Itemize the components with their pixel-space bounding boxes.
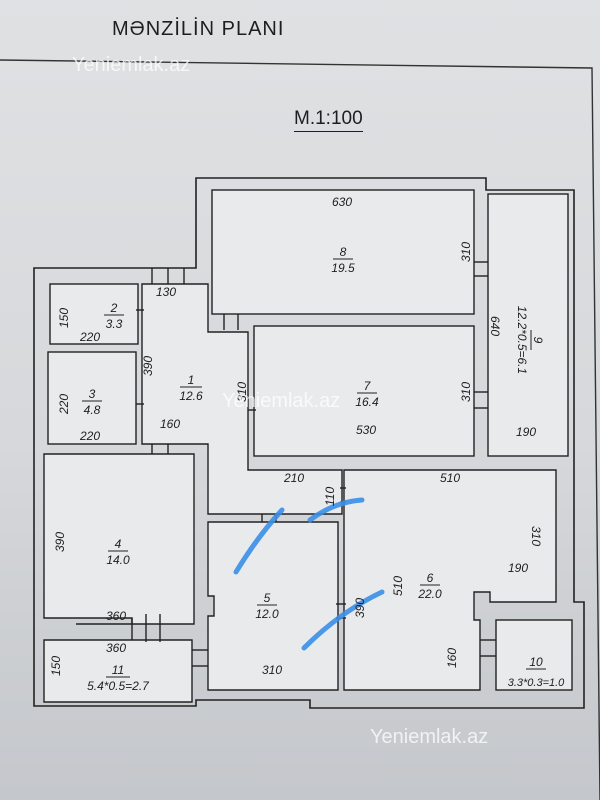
room-3-area: 4.8	[84, 403, 101, 417]
watermark-top: Yeniemlak.az	[72, 54, 191, 76]
outer-wall	[33, 177, 585, 709]
room-4-area: 14.0	[106, 553, 130, 567]
room-9-number: 9	[531, 337, 545, 344]
watermark-bottom: Yeniemlak.az	[370, 726, 489, 748]
room-11-area: 5.4*0.5=2.7	[87, 679, 150, 693]
room-5-number: 5	[264, 591, 271, 605]
dimension-labels: 630 310 640 190 130 150 220 390 220 220 …	[49, 195, 543, 677]
dim-7-width: 530	[356, 423, 376, 437]
room-8	[211, 189, 475, 315]
plan-scale: M.1:100	[294, 108, 363, 132]
dim-11-height: 150	[49, 656, 63, 676]
room-2-number: 2	[110, 301, 118, 315]
room-10	[495, 619, 573, 691]
room-7-number: 7	[364, 379, 372, 393]
dim-4-height: 390	[53, 532, 67, 552]
room-7	[253, 325, 475, 457]
dim-1-height: 390	[141, 356, 155, 376]
room-9	[487, 193, 569, 457]
room-1-area: 12.6	[179, 389, 203, 403]
room-1	[141, 283, 343, 515]
room-10-number: 10	[529, 655, 543, 669]
room-11	[43, 639, 193, 703]
blue-marker-strokes	[233, 497, 385, 651]
room-6	[343, 469, 557, 691]
dim-7-left: 310	[235, 382, 249, 402]
room-7-area: 16.4	[355, 395, 379, 409]
room-10-area: 3.3*0.3=1.0	[508, 677, 565, 689]
room-6-number: 6	[427, 571, 434, 585]
dim-3-width: 220	[79, 429, 100, 443]
dim-6-left: 510	[391, 576, 405, 596]
dim-5-height: 390	[353, 598, 367, 618]
dim-6-notch: 190	[508, 561, 528, 575]
dim-corridor-height: 110	[323, 487, 337, 506]
watermark-middle: Yeniemlak.az	[222, 390, 341, 412]
dim-1-top: 130	[156, 285, 176, 299]
room-5-area: 12.0	[255, 607, 279, 621]
room-8-area: 19.5	[331, 261, 355, 275]
sheet-frame	[0, 59, 600, 800]
plan-title: MƏNZİLİN PLANI	[112, 18, 285, 40]
dim-1-bottom: 160	[160, 417, 180, 431]
dim-4-width: 360	[106, 609, 126, 623]
room-8-number: 8	[340, 245, 347, 259]
dim-7-right: 310	[459, 382, 473, 402]
door-marks	[76, 261, 496, 667]
room-3	[47, 351, 137, 445]
room-9-area: 12.2*0.5=6.1	[515, 306, 529, 374]
room-11-number: 11	[112, 663, 124, 677]
dim-3-height: 220	[57, 394, 71, 415]
room-2	[49, 283, 139, 345]
room-6-area: 22.0	[417, 587, 442, 601]
dim-6-right: 310	[529, 526, 543, 546]
dim-6-bottom: 160	[445, 648, 459, 668]
dim-6-top: 510	[440, 471, 460, 485]
dim-2-height: 150	[57, 308, 71, 328]
dim-2-width: 220	[79, 330, 100, 344]
dim-11-width: 360	[106, 641, 126, 655]
room-4-number: 4	[115, 537, 122, 551]
room-2-area: 3.3	[106, 317, 123, 331]
dim-8-width: 630	[332, 195, 352, 209]
dim-corridor-width: 210	[283, 471, 304, 485]
room-3-number: 3	[89, 387, 96, 401]
room-1-number: 1	[188, 373, 195, 387]
dim-8-height: 310	[459, 242, 473, 262]
dim-9-height: 640	[488, 316, 502, 336]
dim-9-width: 190	[516, 425, 536, 439]
room-labels: 8 19.5 7 16.4 2 3.3 3 4.8 1 12.6 4 14.0 …	[82, 245, 565, 693]
dim-5-width: 310	[262, 663, 282, 677]
